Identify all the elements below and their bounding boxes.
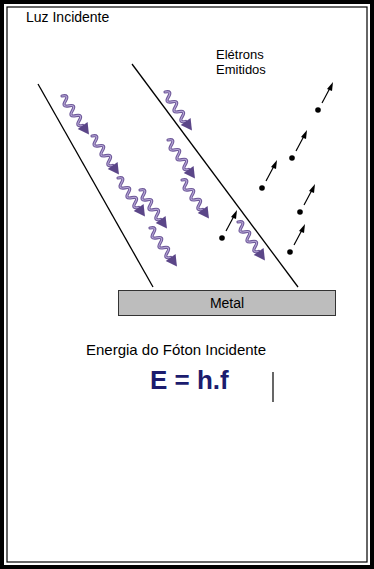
metal-plate: Metal bbox=[118, 290, 336, 316]
electrons-label: Elétrons Emitidos bbox=[216, 48, 308, 78]
metal-label: Metal bbox=[210, 295, 244, 311]
energy-formula: E = h.f bbox=[150, 366, 270, 396]
light-label: Luz Incidente bbox=[26, 9, 116, 25]
energy-caption: Energia do Fóton Incidente bbox=[86, 341, 370, 358]
